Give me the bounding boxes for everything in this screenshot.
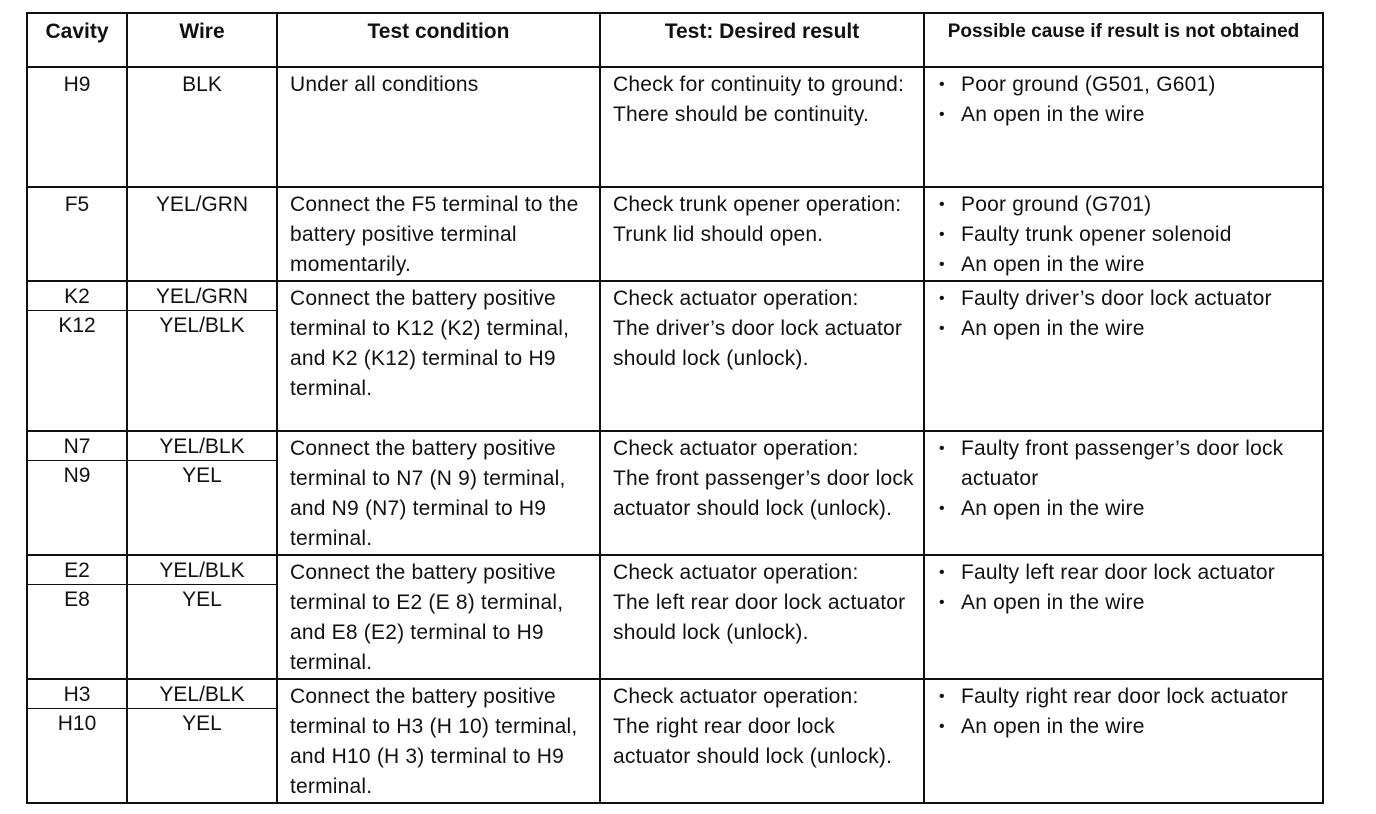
desired-result-cell: Check actuator operation: The right rear… <box>599 679 925 803</box>
cause-item: An open in the wire <box>937 314 1318 344</box>
header-cavity: Cavity <box>26 13 128 68</box>
diagnostic-table: Cavity Wire Test condition Test: Desired… <box>26 12 1324 804</box>
cavity-value: N7 <box>28 432 126 461</box>
cause-list: Faulty right rear door lock actuatorAn o… <box>937 682 1318 742</box>
possible-cause-cell: Faulty front passenger’s door lock actua… <box>923 431 1324 555</box>
cause-item: Faulty left rear door lock actuator <box>937 558 1318 588</box>
cavity-cell: H9 <box>26 67 128 187</box>
cavity-value: E2 <box>28 556 126 585</box>
test-condition-text: Under all conditions <box>290 73 479 96</box>
possible-cause-cell: Poor ground (G501, G601)An open in the w… <box>923 67 1324 187</box>
wire-value: YEL <box>182 712 222 735</box>
cause-item: Faulty right rear door lock actuator <box>937 682 1318 712</box>
desired-result-cell: Check actuator operation: The front pass… <box>599 431 925 555</box>
desired-result-text: Check actuator operation: The front pass… <box>613 437 914 520</box>
cavity-value: N9 <box>63 464 91 487</box>
cavity-value: H10 <box>57 712 97 735</box>
cause-item: An open in the wire <box>937 494 1318 524</box>
wire-value: YEL/GRN <box>128 282 276 311</box>
test-condition-cell: Connect the battery positive terminal to… <box>276 431 601 555</box>
desired-result-text: Check trunk opener operation: Trunk lid … <box>613 193 902 246</box>
desired-result-text: Check actuator operation: The left rear … <box>613 561 906 644</box>
header-test-condition: Test condition <box>276 13 601 68</box>
cause-list: Poor ground (G501, G601)An open in the w… <box>937 70 1318 130</box>
cause-list: Faulty left rear door lock actuatorAn op… <box>937 558 1318 618</box>
possible-cause-cell: Faulty left rear door lock actuatorAn op… <box>923 555 1324 679</box>
possible-cause-cell: Poor ground (G701)Faulty trunk opener so… <box>923 187 1324 281</box>
possible-cause-cell: Faulty right rear door lock actuatorAn o… <box>923 679 1324 803</box>
test-condition-cell: Under all conditions <box>276 67 601 187</box>
wire-value: YEL <box>182 588 222 611</box>
cause-list: Faulty driver’s door lock actuatorAn ope… <box>937 284 1318 344</box>
test-condition-cell: Connect the battery positive terminal to… <box>276 679 601 803</box>
test-condition-text: Connect the F5 terminal to the battery p… <box>290 193 579 276</box>
desired-result-cell: Check trunk opener operation: Trunk lid … <box>599 187 925 281</box>
cause-item: Poor ground (G501, G601) <box>937 70 1318 100</box>
cause-item: An open in the wire <box>937 588 1318 618</box>
desired-result-text: Check actuator operation: The driver’s d… <box>613 287 903 370</box>
test-condition-text: Connect the battery positive terminal to… <box>290 685 578 798</box>
wire-value: YEL/BLK <box>128 556 276 585</box>
wire-cell: BLK <box>126 67 278 187</box>
header-desired-result: Test: Desired result <box>599 13 925 68</box>
cavity-value: K12 <box>58 314 96 337</box>
cause-item: An open in the wire <box>937 100 1318 130</box>
wire-cell: YEL/BLK YEL <box>126 431 278 555</box>
desired-result-cell: Check actuator operation: The left rear … <box>599 555 925 679</box>
wire-value: YEL <box>182 464 222 487</box>
cavity-value: E8 <box>64 588 90 611</box>
test-condition-cell: Connect the battery positive terminal to… <box>276 555 601 679</box>
cause-item: Faulty trunk opener solenoid <box>937 220 1318 250</box>
cause-item: Faulty driver’s door lock actuator <box>937 284 1318 314</box>
test-condition-cell: Connect the F5 terminal to the battery p… <box>276 187 601 281</box>
desired-result-text: Check for continuity to ground: There sh… <box>613 73 905 126</box>
desired-result-cell: Check actuator operation: The driver’s d… <box>599 281 925 431</box>
wire-cell: YEL/BLK YEL <box>126 679 278 803</box>
cause-item: Poor ground (G701) <box>937 190 1318 220</box>
wire-cell: YEL/GRN <box>126 187 278 281</box>
wire-value: YEL/BLK <box>128 680 276 709</box>
test-condition-text: Connect the battery positive terminal to… <box>290 287 570 400</box>
cause-item: An open in the wire <box>937 250 1318 280</box>
wire-cell: YEL/BLK YEL <box>126 555 278 679</box>
test-condition-text: Connect the battery positive terminal to… <box>290 561 564 674</box>
cavity-value: H3 <box>28 680 126 709</box>
wire-cell: YEL/GRN YEL/BLK <box>126 281 278 431</box>
wire-value: YEL/BLK <box>128 432 276 461</box>
table-header: Cavity Wire Test condition Test: Desired… <box>26 13 1324 68</box>
desired-result-text: Check actuator operation: The right rear… <box>613 685 893 768</box>
cause-list: Poor ground (G701)Faulty trunk opener so… <box>937 190 1318 280</box>
cause-list: Faulty front passenger’s door lock actua… <box>937 434 1318 524</box>
header-possible-cause: Possible cause if result is not obtained <box>923 13 1324 68</box>
test-condition-cell: Connect the battery positive terminal to… <box>276 281 601 431</box>
cause-item: An open in the wire <box>937 712 1318 742</box>
header-wire: Wire <box>126 13 278 68</box>
desired-result-cell: Check for continuity to ground: There sh… <box>599 67 925 187</box>
possible-cause-cell: Faulty driver’s door lock actuatorAn ope… <box>923 281 1324 431</box>
cavity-cell: F5 <box>26 187 128 281</box>
test-condition-text: Connect the battery positive terminal to… <box>290 437 566 550</box>
cavity-value: K2 <box>28 282 126 311</box>
wire-value: YEL/BLK <box>159 314 245 337</box>
cause-item: Faulty front passenger’s door lock actua… <box>937 434 1318 494</box>
